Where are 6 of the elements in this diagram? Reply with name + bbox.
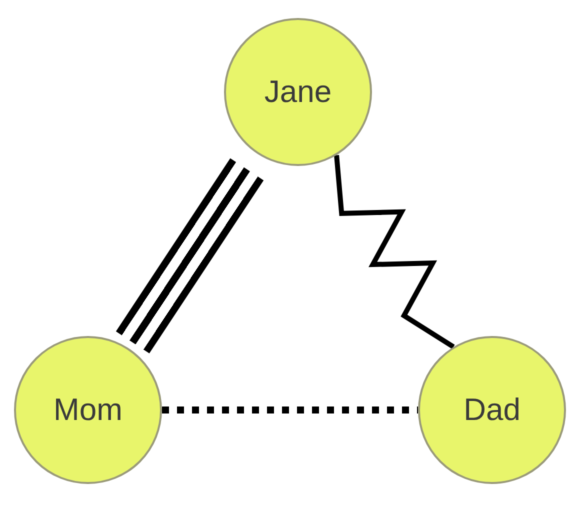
person-name: Mom xyxy=(54,392,122,428)
person-name: Jane xyxy=(264,74,332,110)
triple-line xyxy=(116,158,264,354)
zigzag-line xyxy=(334,154,455,349)
dotted-line xyxy=(162,406,418,414)
person-name: Dad xyxy=(464,392,520,428)
